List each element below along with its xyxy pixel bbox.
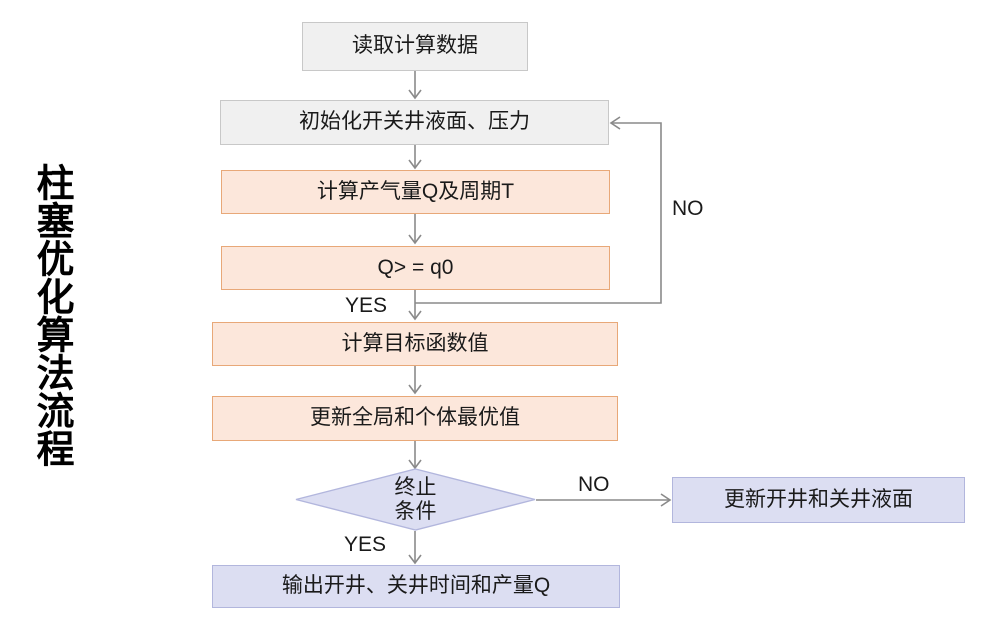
node-init[interactable]: 初始化开关井液面、压力 — [220, 100, 609, 145]
arrowhead-calc-to-condition — [408, 234, 422, 245]
node-terminate-condition[interactable]: 终止 条件 — [295, 468, 536, 531]
node-output-label: 输出开井、关井时间和产量Q — [281, 574, 551, 598]
node-read-data[interactable]: 读取计算数据 — [302, 22, 528, 71]
node-calc-q-t-label: 计算产气量Q及周期T — [316, 179, 515, 203]
node-update-levels[interactable]: 更新开井和关井液面 — [672, 477, 965, 523]
edge-label-no-loop: NO — [672, 197, 704, 220]
node-calc-q-t[interactable]: 计算产气量Q及周期T — [221, 170, 610, 214]
terminate-line-1: 终止 — [394, 475, 437, 499]
node-condition-q[interactable]: Q> = q0 — [221, 246, 610, 290]
node-terminate-condition-label: 终止 条件 — [295, 468, 536, 531]
arrowhead-terminate-no — [660, 493, 672, 507]
arrowhead-objective-to-update — [408, 384, 422, 395]
node-condition-q-label: Q> = q0 — [377, 255, 454, 279]
node-update-best[interactable]: 更新全局和个体最优值 — [212, 396, 618, 441]
arrowhead-init-to-calc — [408, 159, 422, 170]
arrowhead-no-feedback-loop — [609, 116, 621, 130]
arrowhead-update-to-terminate — [408, 459, 422, 470]
edge-label-no-terminate: NO — [578, 473, 610, 496]
node-update-best-label: 更新全局和个体最优值 — [310, 406, 520, 430]
arrowhead-terminate-yes — [408, 554, 422, 565]
diamond-shape — [295, 468, 536, 531]
terminate-line-2: 条件 — [394, 499, 437, 523]
node-init-label: 初始化开关井液面、压力 — [299, 110, 530, 134]
node-output[interactable]: 输出开井、关井时间和产量Q — [212, 565, 620, 608]
diagram-side-title: 柱塞优化算法流程 — [30, 163, 72, 467]
node-objective-label: 计算目标函数值 — [341, 331, 489, 355]
edge-label-yes-condition: YES — [345, 294, 388, 317]
node-update-levels-label: 更新开井和关井液面 — [724, 487, 913, 511]
node-read-data-label: 读取计算数据 — [352, 34, 478, 58]
arrowhead-condition-yes — [408, 310, 422, 321]
arrowhead-read-to-init — [408, 89, 422, 100]
node-objective[interactable]: 计算目标函数值 — [212, 322, 618, 366]
edge-label-yes-terminate: YES — [344, 533, 387, 556]
